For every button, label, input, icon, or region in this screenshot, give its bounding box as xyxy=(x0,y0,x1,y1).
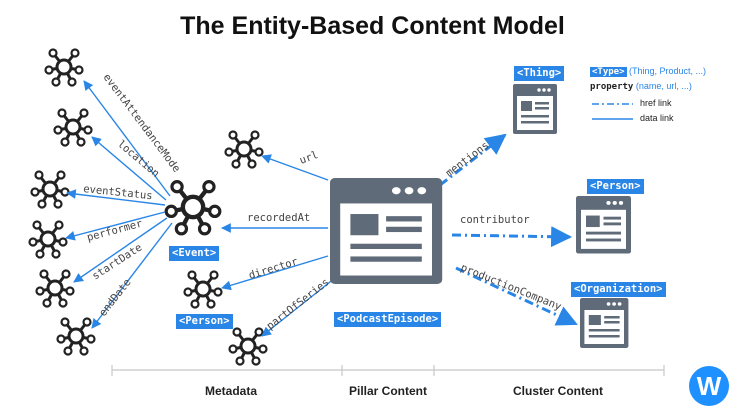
part-of-series-node-icon xyxy=(228,327,268,366)
section-metadata: Metadata xyxy=(204,384,257,398)
event-property-links xyxy=(65,80,173,329)
legend-type-examples: (Thing, Product, ...) xyxy=(629,66,707,76)
performer-node-icon xyxy=(28,220,68,259)
legend-property-row: property (name, url, ...) xyxy=(590,81,692,92)
legend-type-row: <Type> (Thing, Product, ...) xyxy=(590,66,706,77)
recorded-at-label: recordedAt xyxy=(247,212,310,224)
end-date-node-icon xyxy=(56,317,96,356)
person-node-icon xyxy=(183,270,223,309)
legend-type-tag: <Type> xyxy=(590,67,627,77)
person-page-icon xyxy=(576,196,631,254)
event-property-label: startDate xyxy=(90,241,144,282)
brand-logo: W xyxy=(689,366,729,406)
event-property-label: endDate xyxy=(97,277,134,319)
event-status-node-icon xyxy=(30,170,70,209)
section-cluster-content: Cluster Content xyxy=(513,384,603,398)
url-node-icon xyxy=(224,130,264,169)
production-company-label: productionCompany xyxy=(459,262,563,313)
section-pillar-content: Pillar Content xyxy=(348,384,427,398)
thing-type-tag: <Thing> xyxy=(514,66,565,81)
legend-property-examples: (name, url, ...) xyxy=(635,81,692,91)
organization-type-tag: <Organization> xyxy=(571,282,666,297)
podcast-cluster-links xyxy=(439,133,578,326)
event-node-icon xyxy=(166,182,220,234)
event-type-tag: <Event> xyxy=(169,246,220,261)
event-attendance-node-icon xyxy=(44,48,84,87)
person-cluster-type-tag: <Person> xyxy=(587,179,644,194)
legend-href-label: href link xyxy=(640,98,672,108)
section-brackets xyxy=(111,365,665,376)
mentions-label: mentions xyxy=(444,139,492,179)
person-type-tag: <Person> xyxy=(176,314,233,329)
legend-property-word: property xyxy=(590,82,634,92)
legend-data-label: data link xyxy=(640,113,674,123)
podcast-episode-type-tag: <PodcastEpisode> xyxy=(334,312,442,327)
podcast-metadata-links xyxy=(221,154,341,337)
thing-page-icon xyxy=(513,84,557,134)
diagram-title: The Entity-Based Content Model xyxy=(180,12,565,40)
organization-page-icon xyxy=(580,298,629,348)
part-of-series-label: partOfSeries xyxy=(264,276,331,332)
location-node-icon xyxy=(53,108,93,147)
podcast-page-icon xyxy=(330,178,443,284)
start-date-node-icon xyxy=(35,269,75,308)
contributor-label: contributor xyxy=(460,214,530,226)
url-label: url xyxy=(298,149,320,167)
director-label: director xyxy=(247,256,299,282)
event-property-labels: eventAttendanceMode location eventStatus… xyxy=(83,72,183,319)
